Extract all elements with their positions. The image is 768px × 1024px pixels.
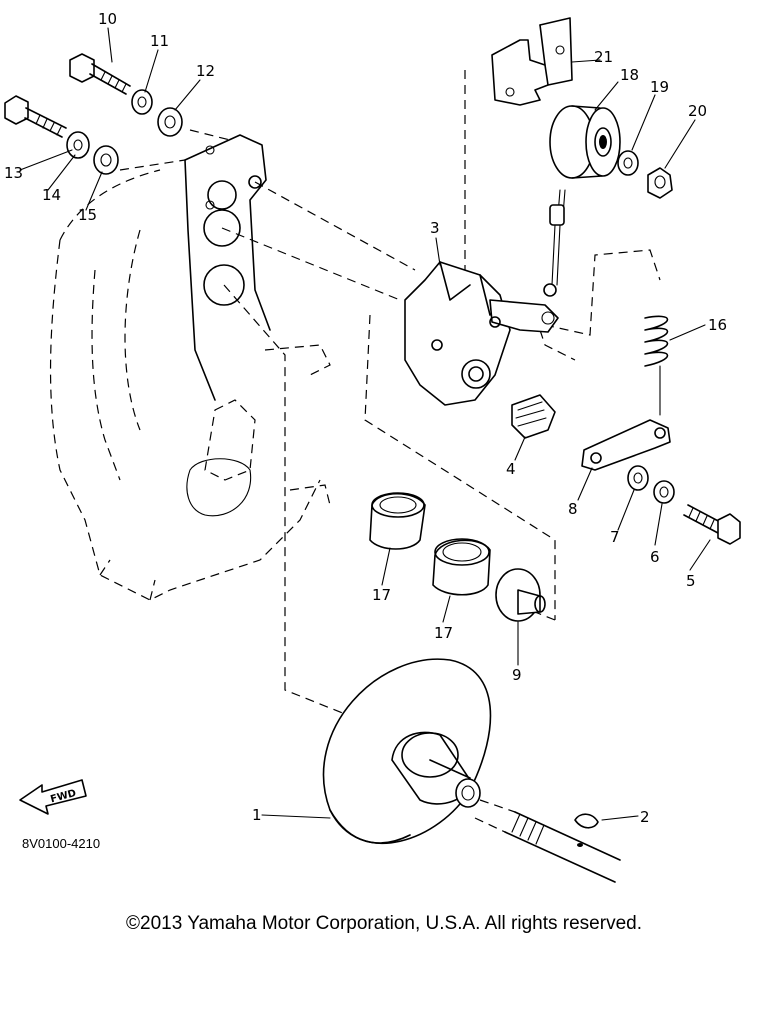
collar-6	[653, 480, 675, 504]
callout-17a: 17	[372, 586, 391, 604]
part-1-sheave	[322, 658, 492, 845]
callout-3: 3	[430, 219, 440, 237]
callout-17b: 17	[434, 624, 453, 642]
washer-7	[627, 465, 649, 491]
callout-numbers: 10 11 12 13 14 15 3 21 18 19 20 16 4 8 7…	[4, 10, 727, 826]
part-9-cap	[495, 568, 546, 622]
part-18-pulley	[549, 105, 621, 179]
callout-4: 4	[506, 460, 516, 478]
assembly-lines	[119, 70, 661, 721]
callout-2: 2	[640, 808, 650, 826]
bushing-17a	[369, 492, 426, 550]
copyright-notice: ©2013 Yamaha Motor Corporation, U.S.A. A…	[126, 913, 642, 934]
shaft	[474, 799, 621, 883]
bolt-13	[4, 95, 67, 138]
cable-end	[543, 189, 566, 297]
bolt-10	[69, 53, 131, 95]
callout-16: 16	[708, 316, 727, 334]
callout-7: 7	[610, 528, 620, 546]
callout-14: 14	[42, 186, 61, 204]
washer-12	[157, 107, 183, 137]
part-4-gear	[511, 394, 556, 439]
callout-9: 9	[512, 666, 522, 684]
washer-15	[93, 145, 119, 175]
mounting-plate	[184, 134, 271, 401]
callout-5: 5	[686, 572, 696, 590]
fwd-arrow-icon: FWD	[19, 779, 87, 815]
callout-20: 20	[688, 102, 707, 120]
part-code: 8V0100-4210	[22, 836, 100, 851]
callout-13: 13	[4, 164, 23, 182]
part-8-link-plate	[581, 419, 671, 471]
callout-12: 12	[196, 62, 215, 80]
washer-14	[66, 131, 90, 159]
callout-15: 15	[78, 206, 97, 224]
bolt-5	[683, 504, 741, 545]
bushing-17b	[432, 538, 491, 596]
part-20-nut	[647, 167, 673, 199]
part-2-key	[574, 813, 599, 829]
callout-21: 21	[594, 48, 613, 66]
callout-11: 11	[150, 32, 169, 50]
callout-leaders	[19, 27, 711, 821]
callout-8: 8	[568, 500, 578, 518]
callout-19: 19	[650, 78, 669, 96]
housing-outline	[49, 169, 331, 601]
callout-6: 6	[650, 548, 660, 566]
washer-11	[131, 89, 153, 115]
callout-10: 10	[98, 10, 117, 28]
callout-1: 1	[252, 806, 262, 824]
part-21-clip	[491, 17, 573, 106]
callout-18: 18	[620, 66, 639, 84]
part-16-spring	[644, 315, 669, 416]
part-19-washer	[617, 150, 639, 176]
part-3-bracket	[404, 261, 559, 406]
